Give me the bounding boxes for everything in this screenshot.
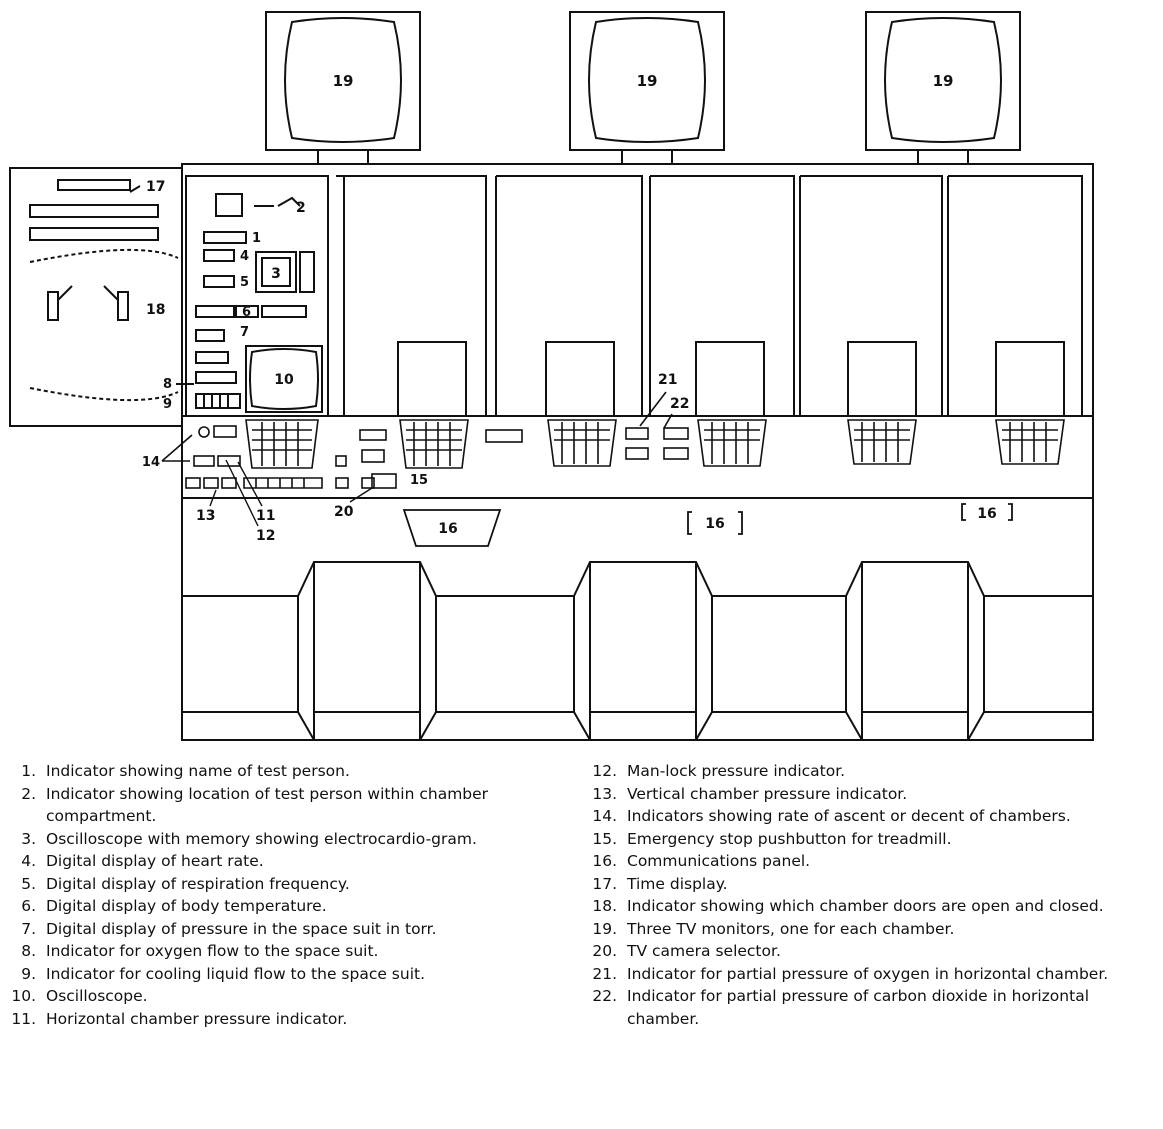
tv-monitor-1: 19: [265, 11, 421, 165]
legend-item-9: 9.Indicator for cooling liquid flow to t…: [21, 964, 426, 983]
label-16b: 16: [705, 516, 724, 532]
label-8: 8: [163, 377, 172, 392]
label-6: 6: [242, 305, 251, 320]
legend-item-3: 3.Oscilloscope with memory showing elect…: [21, 829, 477, 848]
label-15: 15: [410, 473, 428, 488]
legend-item-18: 18.Indicator showing which chamber doors…: [592, 897, 1104, 915]
label-14: 14: [142, 455, 160, 470]
tv-monitor-2: 19: [569, 11, 725, 165]
label-5: 5: [240, 275, 249, 290]
desk-keypads: [245, 419, 1065, 469]
legend-item-7: 7.Digital display of pressure in the spa…: [21, 919, 437, 938]
legend-left: 1.Indicator showing name of test person.…: [4, 760, 576, 1030]
desk-controls: 14 15 21 22: [142, 372, 689, 489]
console-diagram: 19 19 19 17 18 2 1 4: [9, 11, 1094, 741]
label-19c: 19: [933, 72, 954, 90]
comm-panels: 16 16 16: [402, 503, 1013, 547]
legend-item-4: 4.Digital display of heart rate.: [21, 852, 264, 870]
label-21: 21: [658, 372, 677, 388]
console-drawing: 19 19 19 17 18 2 1 4: [9, 11, 1094, 741]
legend-item-13: 13.Vertical chamber pressure indicator.: [592, 784, 908, 803]
legend-item-8: 8.Indicator for oxygen flow to the space…: [21, 942, 379, 960]
label-2: 2: [296, 200, 306, 216]
console-pedestals: [182, 561, 1093, 741]
legend-item-15: 15.Emergency stop pushbutton for treadmi…: [592, 829, 952, 848]
label-19a: 19: [333, 72, 354, 90]
label-16a: 16: [438, 521, 457, 537]
chamber-columns: [336, 175, 1083, 417]
label-1: 1: [252, 231, 261, 246]
label-7: 7: [240, 325, 249, 340]
label-16c: 16: [977, 506, 996, 522]
label-20: 20: [334, 504, 354, 520]
front-console: [181, 497, 1094, 741]
legend-item-14: 14.Indicators showing rate of ascent or …: [592, 807, 1071, 825]
legend-item-10: 10.Oscilloscope.: [11, 987, 148, 1005]
label-9: 9: [163, 397, 172, 412]
legend-item-16: 16.Communications panel.: [592, 852, 811, 870]
label-18: 18: [146, 302, 165, 318]
legend-item-5: 5.Digital display of respiration frequen…: [21, 874, 350, 893]
legend-right: 12.Man-lock pressure indicator. 13.Verti…: [585, 760, 1157, 1030]
legend-item-17: 17.Time display.: [592, 874, 728, 893]
label-12: 12: [256, 528, 275, 544]
legend-item-6: 6.Digital display of body temperature.: [21, 897, 327, 915]
label-11: 11: [256, 508, 275, 524]
legend-item-1: 1.Indicator showing name of test person.: [21, 762, 350, 780]
physio-panel: 2 1 4 3 5 6 7 8 9 10: [163, 175, 329, 417]
lower-callouts: 13 11 12 20: [196, 459, 373, 544]
legend-item-12: 12.Man-lock pressure indicator.: [592, 762, 846, 780]
label-17: 17: [146, 179, 165, 195]
label-3: 3: [271, 266, 281, 282]
legend-item-22: 22.Indicator for partial pressure of car…: [592, 987, 1089, 1028]
legend-item-19: 19.Three TV monitors, one for each chamb…: [592, 919, 955, 938]
label-4: 4: [240, 249, 249, 264]
label-13: 13: [196, 508, 215, 524]
label-22: 22: [670, 396, 689, 412]
label-19b: 19: [637, 72, 658, 90]
legend-item-2: 2.Indicator showing location of test per…: [21, 784, 489, 826]
label-10: 10: [274, 372, 294, 388]
tv-monitor-3: 19: [865, 11, 1021, 165]
legend-item-20: 20.TV camera selector.: [592, 942, 781, 960]
door-indicator-panel: 17 18: [9, 167, 183, 427]
legend-item-11: 11.Horizontal chamber pressure indicator…: [11, 1009, 348, 1028]
legend-item-21: 21.Indicator for partial pressure of oxy…: [592, 964, 1109, 983]
